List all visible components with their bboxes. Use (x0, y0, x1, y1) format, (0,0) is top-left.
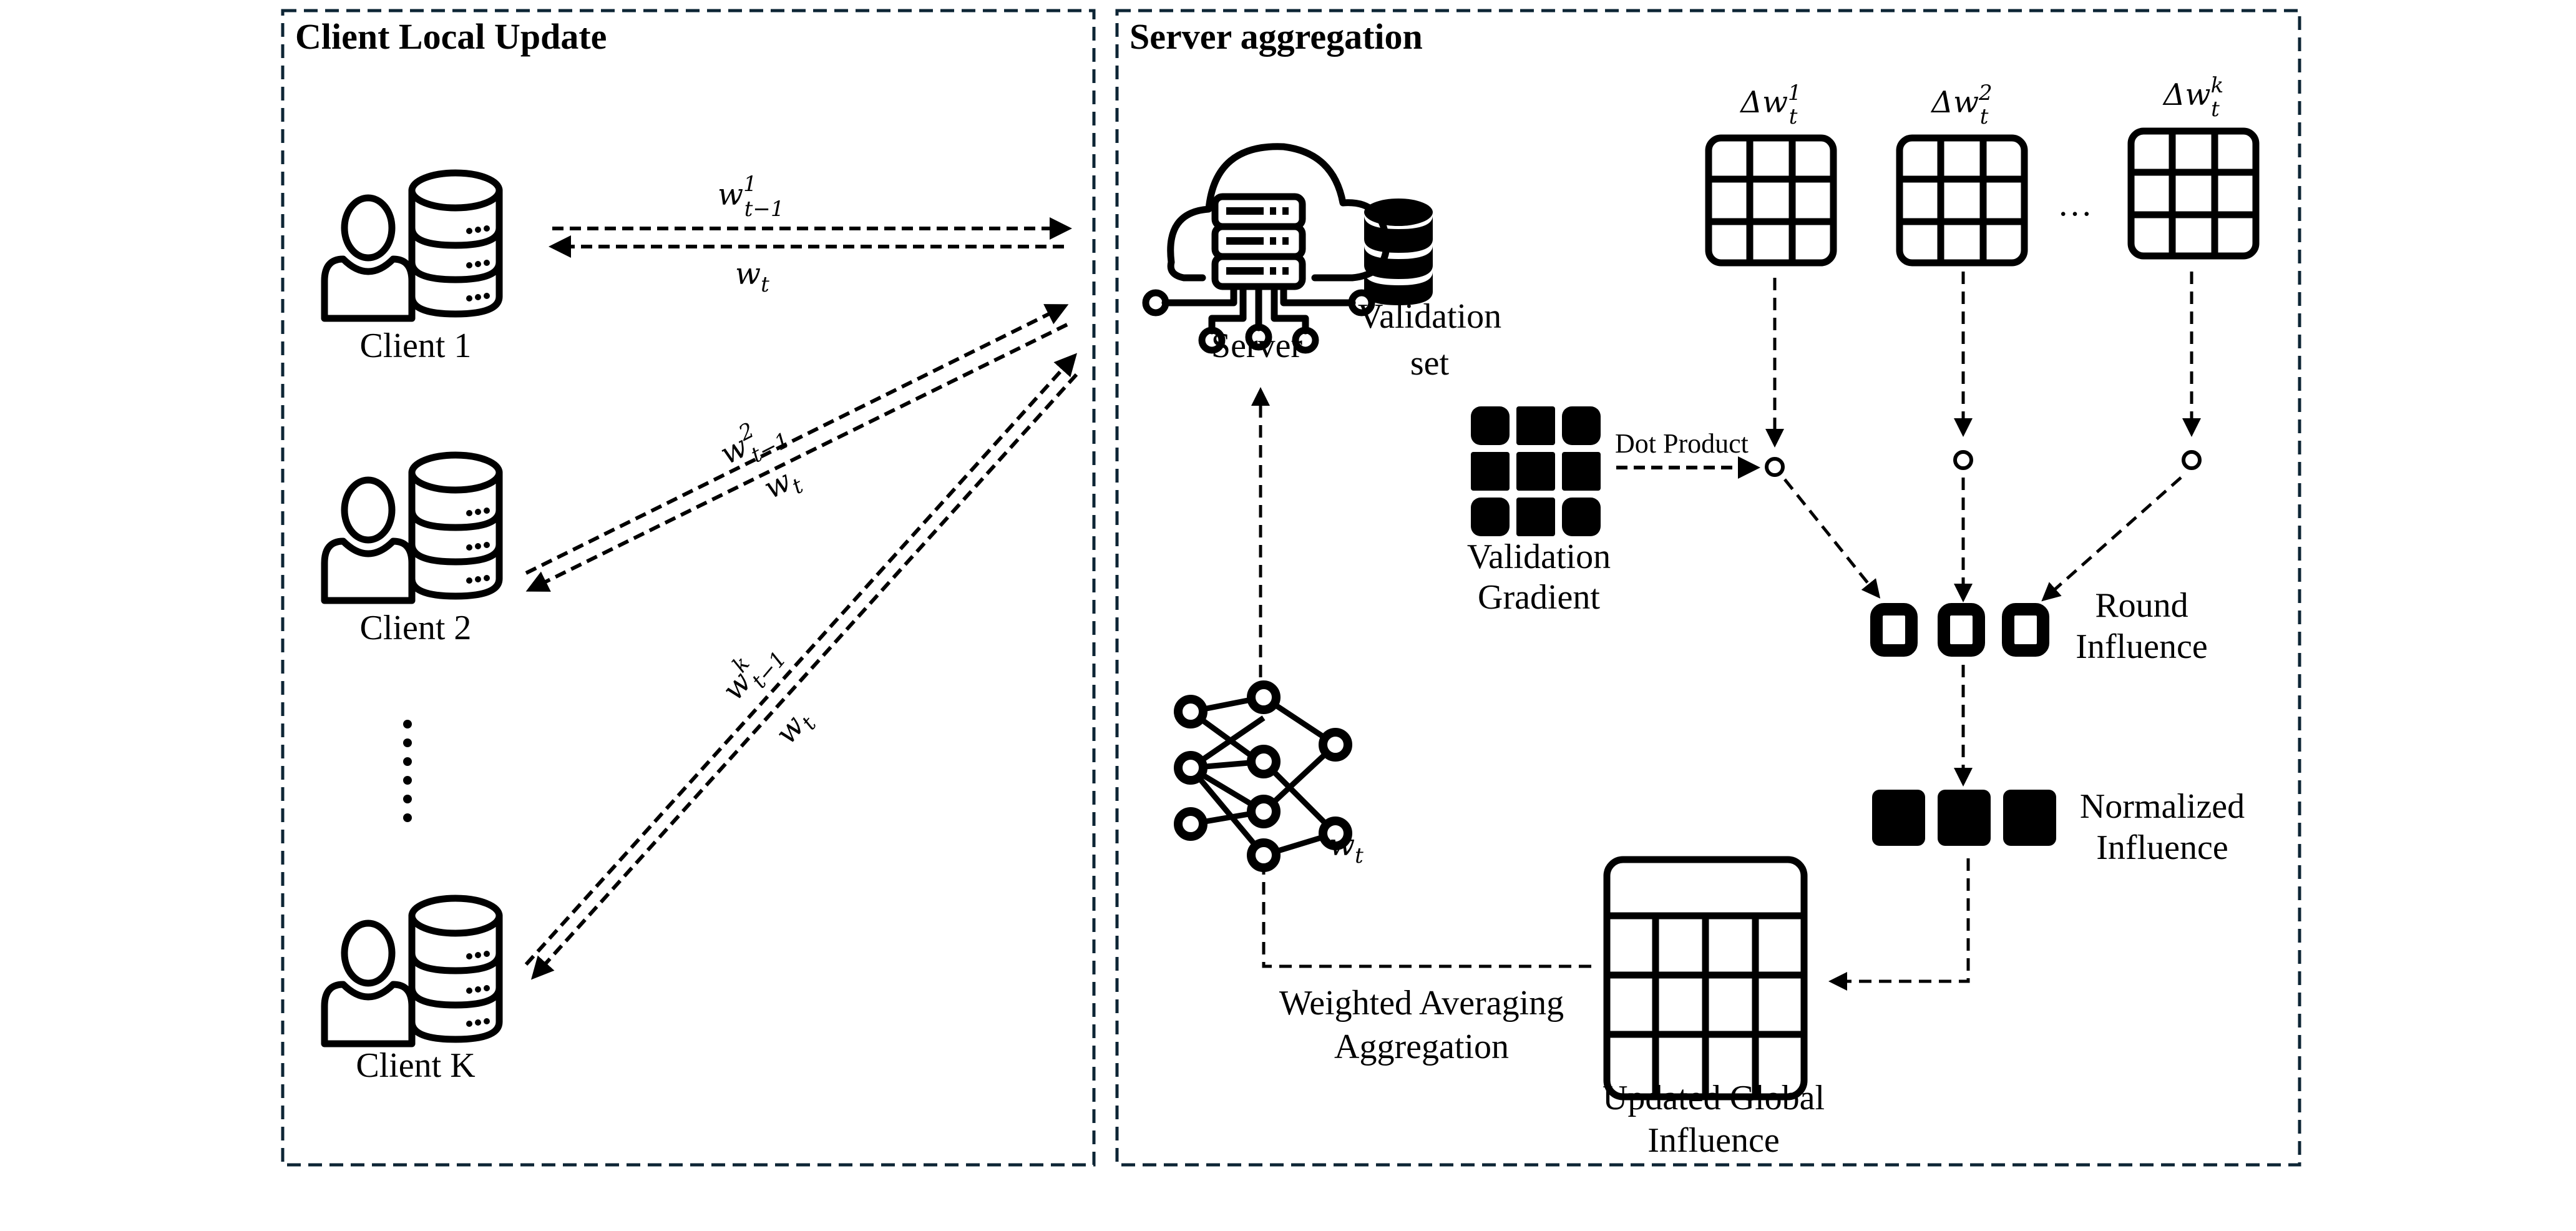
validation-gradient-label-line2: Gradient (1478, 578, 1600, 617)
matrix-icon (1709, 138, 1833, 263)
server-panel-title: Server aggregation (1129, 16, 1423, 57)
validation-gradient-matrix-icon (1471, 406, 1601, 536)
client1-recv-label: wt (735, 257, 769, 297)
client-1: Client 1 (324, 173, 499, 365)
client-user-database-icon (324, 898, 499, 1044)
arrow-nodek-to-influence (2041, 476, 2182, 602)
svg-text:wt: wt (758, 459, 807, 511)
client-label: Client 1 (360, 326, 472, 365)
arrow-server-to-client2 (525, 323, 1068, 592)
validation-set-label-line2: set (1410, 344, 1450, 383)
matrix-icon (2131, 131, 2256, 256)
cloud-server-icon (1142, 143, 1390, 354)
vertical-ellipsis (403, 720, 412, 822)
client-panel-border (281, 9, 1096, 1167)
dot-product-node-k (2182, 450, 2202, 470)
client-label: Client K (356, 1046, 475, 1085)
svg-text:wt: wt (768, 702, 821, 755)
aggregation-label-line1: Weighted Averaging (1279, 984, 1564, 1023)
normalized-influence-label-line2: Influence (2096, 828, 2228, 867)
client-panel-title: Client Local Update (295, 16, 607, 57)
server-panel-border (1115, 9, 2301, 1167)
validation-set-label-line1: Validation (1358, 297, 1501, 336)
validation-set-database-icon (1364, 199, 1433, 305)
arrow-client2-to-server (525, 304, 1069, 575)
round-influence-label-line1: Round (2095, 586, 2188, 625)
arrow-server-to-clientk (530, 373, 1078, 980)
validation-gradient-label-line1: Validation (1467, 537, 1611, 576)
global-influence-label-line1: Updated Global (1603, 1079, 1825, 1117)
client-user-database-icon (324, 455, 499, 601)
clientk-send-label: wkt−1 (711, 630, 791, 713)
client-user-database-icon (324, 173, 499, 318)
clientk-recv-label: wt (768, 702, 821, 755)
updates-ellipsis: … (2057, 185, 2092, 223)
dot-product-label: Dot Product (1615, 428, 1749, 459)
server-label: Server (1211, 326, 1303, 365)
arrow-normalized-to-global (1828, 858, 1970, 991)
global-influence-label-line2: Influence (1647, 1121, 1779, 1160)
matrix-icon (1900, 138, 2024, 263)
client-k: Client K (324, 898, 499, 1085)
global-influence-table-icon (1603, 856, 1808, 1101)
svg-text:wkt−1: wkt−1 (711, 630, 791, 713)
model-weights-label: wt (1329, 828, 1364, 868)
neural-network-icon (1174, 680, 1352, 872)
arrow-node1-to-influence (1783, 478, 1881, 599)
normalized-influence-vector-icon (1872, 790, 2056, 846)
client2-recv-label: wt (758, 459, 807, 511)
aggregation-label-line2: Aggregation (1334, 1027, 1509, 1066)
dot-product-node-2 (1953, 450, 1973, 470)
arrow-global-to-model (1254, 849, 1591, 968)
client-label: Client 2 (360, 609, 472, 647)
round-influence-label-line2: Influence (2076, 627, 2207, 666)
client-2: Client 2 (324, 455, 499, 647)
round-influence-vector-icon (1870, 603, 2049, 657)
dot-product-node-1 (1765, 457, 1785, 477)
arrow-clientk-to-server (524, 353, 1078, 966)
normalized-influence-label-line1: Normalized (2080, 787, 2245, 826)
